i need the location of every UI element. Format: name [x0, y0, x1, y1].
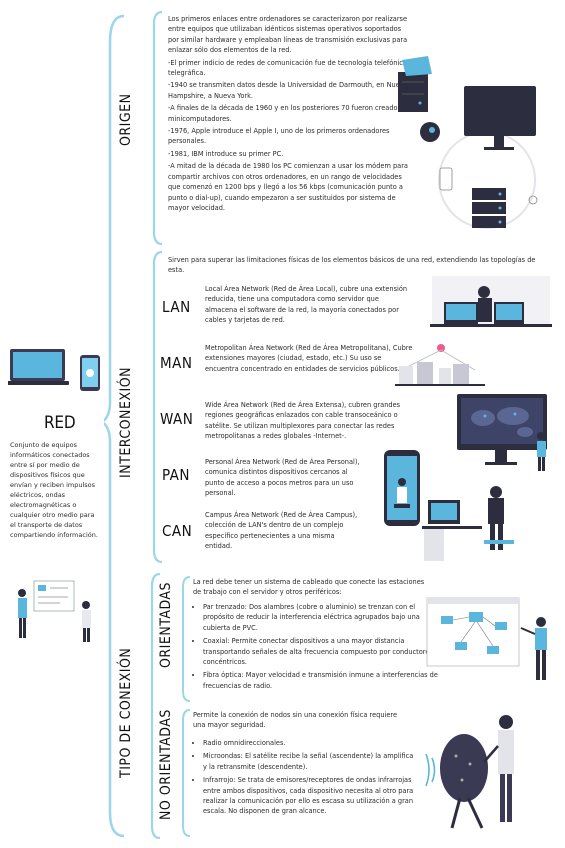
pan-text: Personal Área Network (Red de Área Perso… — [205, 458, 360, 498]
no-orientadas-item-microondas: Microondas: El satélite recibe la señal … — [203, 751, 415, 772]
pan-phone-illustration — [380, 448, 425, 530]
can-text: Campus Área Network (Red de Área Campus)… — [205, 511, 358, 551]
origen-p1: Los primeros enlaces entre ordenadores s… — [168, 15, 408, 55]
no-orientadas-item-radio: Radio omnidireccionales. — [203, 738, 415, 748]
red-title: RED — [44, 413, 76, 433]
acronym-wan: WAN — [160, 410, 194, 428]
interconexion-intro: Sirven para superar las limitaciones fís… — [168, 256, 536, 275]
man-text: Metropolitan Área Network (Red de Área M… — [205, 344, 413, 373]
no-orientadas-list: Radio omnidireccionales. Microondas: El … — [193, 738, 415, 820]
wan-text: Wide Área Network (Red de Área Extensa),… — [205, 401, 401, 441]
orientadas-list: Par trenzado: Dos alambres (cobre o alum… — [193, 602, 439, 694]
orientadas-bracket — [180, 575, 192, 703]
man-illustration — [395, 340, 485, 390]
origen-p4: -A finales de la década de 1960 y en los… — [168, 104, 413, 123]
lan-text: Local Área Network (Red de Área Local), … — [205, 285, 408, 325]
servers-illustration — [392, 50, 552, 250]
origen-p6: -1981, IBM introduce su primer PC. — [168, 149, 284, 158]
orientadas-item-fibra: Fibra óptica: Mayor velocidad e transmis… — [203, 670, 439, 691]
section-label-interconexion: INTERCONEXIÓN — [118, 366, 134, 478]
origen-text: Los primeros enlaces entre ordenadores s… — [168, 14, 414, 215]
origen-p5: -1976, Apple introduce el Apple I, uno d… — [168, 127, 390, 146]
network-devices-illustration — [6, 345, 103, 395]
orientadas-item-par-trenzado: Par trenzado: Dos alambres (cobre o alum… — [203, 602, 439, 633]
acronym-can: CAN — [162, 522, 193, 540]
acronym-pan: PAN — [162, 466, 190, 484]
interconexion-bracket — [150, 250, 164, 565]
origen-bracket — [150, 10, 164, 246]
red-description: Conjunto de equipos informáticos conecta… — [10, 441, 98, 539]
acronym-man: MAN — [160, 354, 193, 372]
can-desk-illustration — [418, 478, 523, 568]
satellite-dish-illustration — [418, 710, 558, 840]
wan-world-map-illustration — [455, 392, 555, 482]
lan-illustration — [430, 268, 552, 336]
no-orientadas-intro: Permite la conexión de nodos sin una con… — [193, 711, 398, 730]
origen-p7: -A mitad de la década de 1980 los PC com… — [168, 162, 408, 212]
origen-p3: -1940 se transmiten datos desde la Unive… — [168, 81, 408, 100]
no-orientadas-item-infrarrojo: Infrarrojo: Se trata de emisores/recepto… — [203, 775, 415, 817]
orientadas-item-coaxial: Coaxial: Permite conectar dispositivos a… — [203, 636, 439, 667]
origen-p2: -El primer indicio de redes de comunicac… — [168, 58, 413, 78]
section-label-origen: ORIGEN — [118, 93, 134, 146]
orientadas-intro: La red debe tener un sistema de cableado… — [193, 578, 425, 597]
acronym-lan: LAN — [162, 298, 191, 316]
tipo-bracket — [148, 572, 162, 840]
no-orientadas-bracket — [180, 708, 192, 838]
people-whiteboard-illustration — [12, 575, 102, 645]
section-label-tipo: TIPO DE CONEXIÓN — [118, 647, 134, 778]
network-diagram-illustration — [425, 592, 557, 692]
